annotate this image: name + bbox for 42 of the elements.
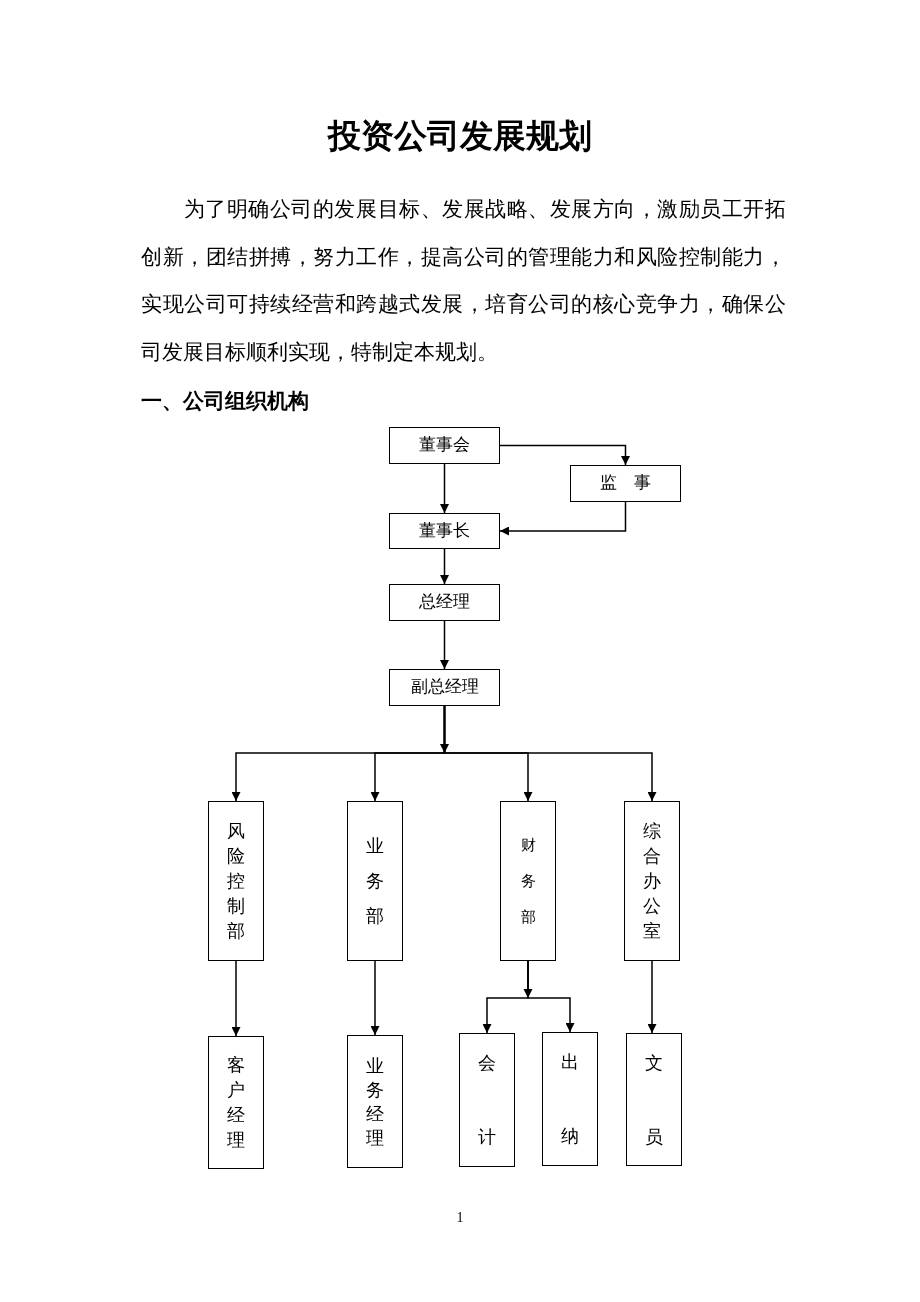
box-label: 风险控制部 (227, 819, 245, 943)
org-chart-box (626, 1033, 682, 1166)
arrow (647, 960, 657, 1034)
org-chart-box (500, 801, 556, 961)
box-label: 会计 (478, 1052, 496, 1149)
box-label: 总经理 (419, 592, 470, 613)
org-chart-box (389, 427, 500, 464)
arrow (527, 960, 575, 1033)
org-chart-box (570, 465, 681, 502)
org-chart-box (347, 801, 403, 961)
org-chart-box (542, 1032, 598, 1166)
arrow (499, 501, 627, 536)
box-label: 董事会 (419, 435, 470, 456)
org-chart-box (208, 1036, 264, 1169)
intro-paragraph: 为了明确公司的发展目标、发展战略、发展方向，激励员工开拓创新，团结拼搏，努力工作，提高公司的管理能力和风险控制能力，实现公司可持续经营和跨越式发展，培育公司的核心竞争力，确保公司发展目标顺利实现，特制定本规划。 (141, 196, 786, 366)
org-chart-box (208, 801, 264, 961)
arrow (440, 620, 449, 670)
page-title: 投资公司发展规划 (326, 117, 593, 156)
org-chart-box (459, 1033, 515, 1167)
arrow (231, 960, 241, 1037)
page-number: 1 (455, 1209, 465, 1227)
org-chart-box (624, 801, 680, 961)
box-label: 董事长 (419, 520, 470, 542)
arrow (499, 444, 630, 466)
org-chart-box (389, 584, 500, 621)
box-label: 副总经理 (410, 677, 479, 698)
box-label: 出纳 (561, 1051, 579, 1148)
box-label: 综合办公室 (643, 819, 661, 943)
org-chart-box (389, 669, 500, 706)
section-heading: 一、公司组织机构 (141, 389, 310, 414)
arrow (370, 960, 380, 1036)
org-chart-box (389, 513, 500, 549)
arrow (443, 705, 657, 802)
box-label: 财务部 (520, 836, 536, 927)
org-chart-box (347, 1035, 403, 1168)
box-label: 业务经理 (366, 1054, 384, 1150)
arrow (440, 463, 449, 514)
box-label: 监 事 (600, 473, 651, 494)
arrow (440, 548, 449, 585)
box-label: 文员 (645, 1051, 663, 1149)
box-label: 客户经理 (227, 1053, 245, 1152)
box-label: 业务部 (366, 834, 384, 928)
